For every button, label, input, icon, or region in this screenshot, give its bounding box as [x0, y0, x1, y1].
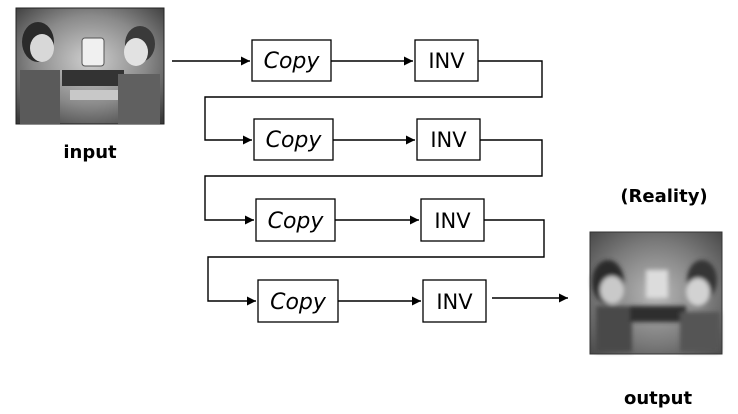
copy-label-2: Copy [266, 128, 323, 153]
connector-1-to-2 [204, 60, 543, 145]
inv-box-3 [420, 198, 485, 242]
connector-2-to-3 [204, 139, 543, 225]
copy-label-3: Copy [268, 209, 325, 234]
inv-box-1 [414, 39, 479, 82]
copy-label-1: Copy [264, 49, 321, 74]
inv-label-1: INV [428, 49, 465, 73]
copy-box-3 [255, 198, 336, 242]
output-label: output [624, 388, 692, 409]
inv-label-3: INV [434, 209, 471, 233]
inv-label-4: INV [436, 290, 473, 314]
input-label: input [63, 142, 117, 163]
inv-box-2 [416, 118, 481, 161]
input-image [15, 7, 165, 125]
inv-label-2: INV [430, 128, 467, 152]
copy-label-4: Copy [270, 290, 327, 315]
reality-label: (Reality) [620, 186, 707, 207]
inv-box-4 [422, 279, 487, 323]
copy-box-4 [257, 279, 339, 323]
copy-box-1 [251, 39, 332, 82]
output-image [589, 231, 723, 355]
connector-3-to-4 [207, 219, 545, 306]
